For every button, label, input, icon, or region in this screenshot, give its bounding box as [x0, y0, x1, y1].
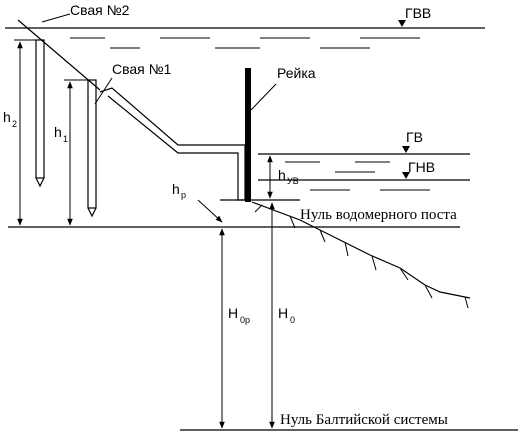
bank-slope	[17, 19, 101, 91]
riverbed-hatch	[254, 204, 469, 309]
lww-marker-icon	[402, 172, 410, 179]
dim-H0-sub: 0	[290, 315, 295, 325]
dim-hub-sub: УВ	[287, 176, 299, 186]
baltic-zero-label: Нуль Балтийской системы	[280, 412, 448, 428]
hww-marker-icon	[398, 20, 406, 27]
dim-hub-label: h	[278, 167, 286, 183]
dim-h1-label: h	[54, 124, 62, 140]
hww-hatch	[70, 37, 420, 49]
gw-label: ГВ	[406, 129, 423, 145]
gw-hatch	[285, 161, 430, 191]
pile2-label: Свая №2	[70, 2, 130, 18]
dim-hp	[197, 199, 223, 223]
dim-h2-sub: 2	[12, 119, 17, 129]
gauge-label: Рейка	[277, 65, 316, 81]
pile-2	[35, 39, 45, 188]
dim-H0p-sub: 0р	[240, 315, 250, 325]
lww-label: ГНВ	[408, 159, 435, 175]
dim-h2-label: h	[3, 109, 11, 125]
riverbed-profile	[251, 201, 471, 299]
pile-1	[87, 79, 97, 218]
dim-H0p-label: H	[228, 305, 238, 321]
gauge-leader	[250, 83, 277, 111]
pile1-label: Свая №1	[112, 61, 172, 77]
dim-H0-label: H	[278, 305, 288, 321]
hww-label: ГВВ	[405, 5, 431, 21]
gauge-staff	[245, 68, 251, 202]
dim-hp-label: h	[172, 181, 180, 197]
dim-hp-sub: p	[181, 190, 186, 200]
gauge-zero-label: Нуль водомерного поста	[300, 207, 457, 223]
gw-marker-icon	[402, 146, 410, 153]
pile2-leader	[41, 13, 71, 23]
dim-h1-sub: 1	[63, 134, 68, 144]
